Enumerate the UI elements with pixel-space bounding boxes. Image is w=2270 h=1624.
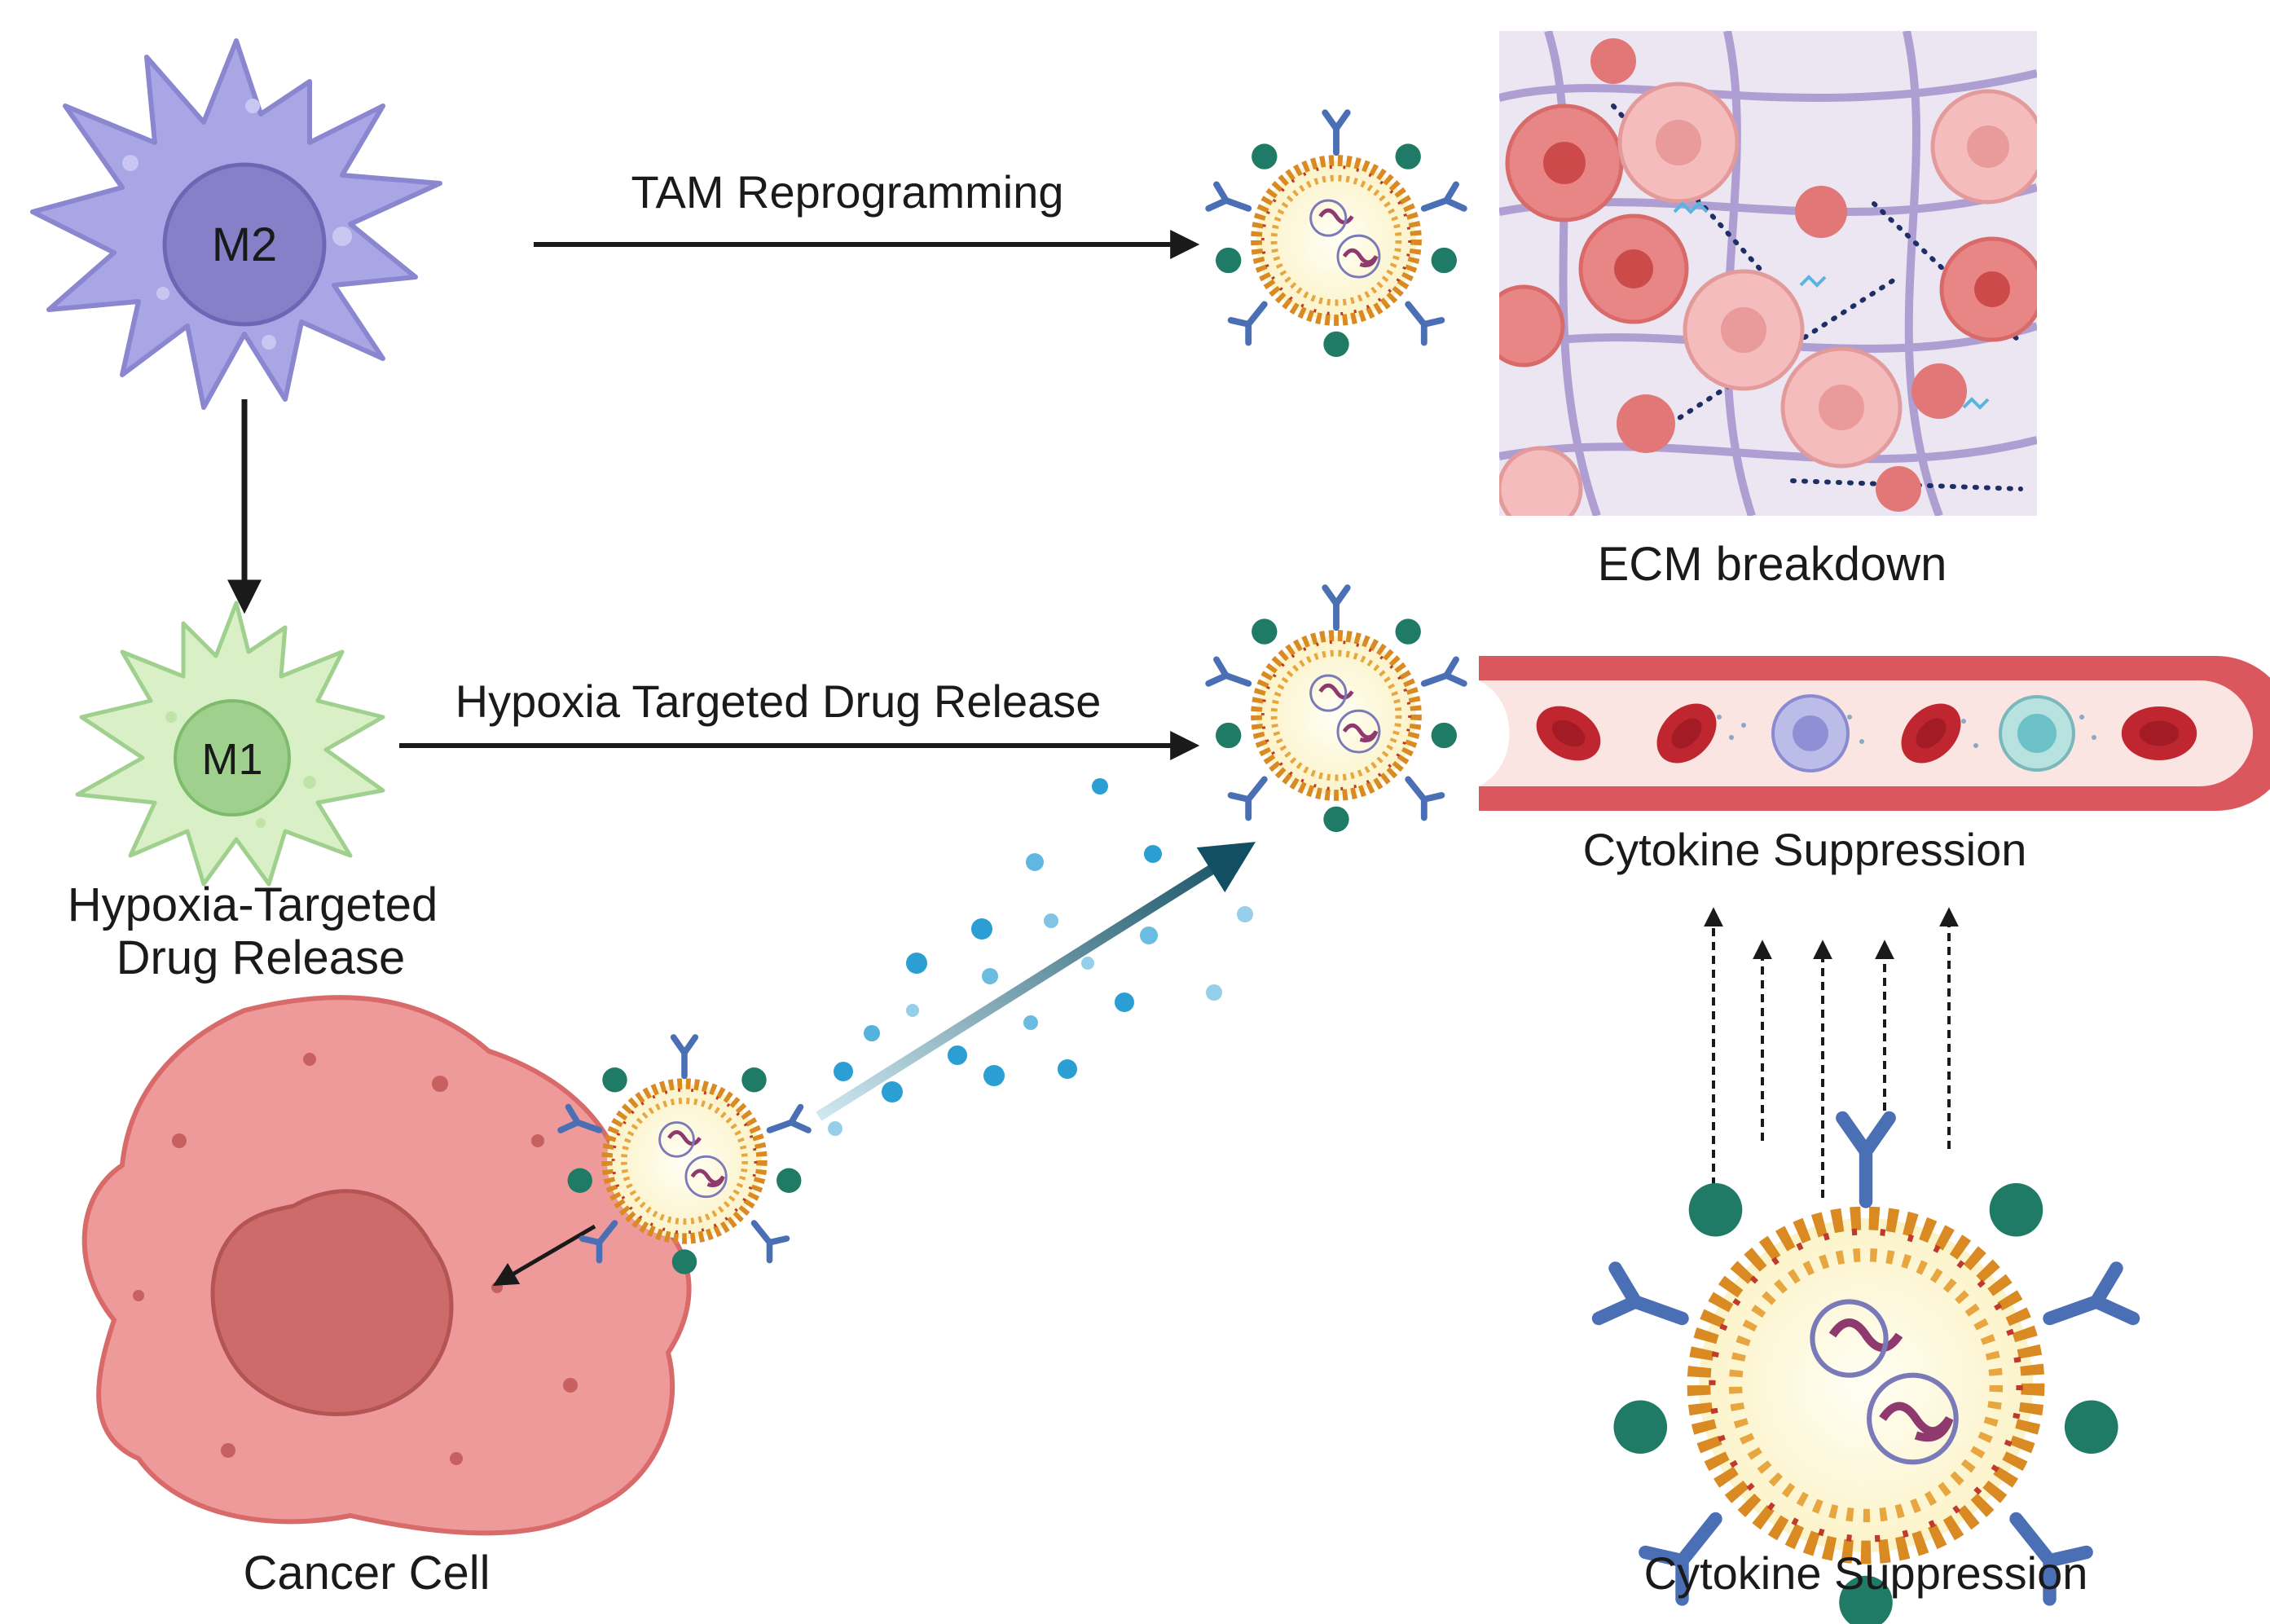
cancer-cell (81, 995, 692, 1536)
m1-nucleus (174, 699, 291, 816)
nanoparticle-middle (1208, 588, 1464, 832)
m1-label: M1 (201, 735, 262, 784)
tam-reprogramming-label: TAM Reprogramming (631, 166, 1063, 218)
hypoxia-caption-line1: Hypoxia-Targeted (68, 878, 438, 931)
drug-entry-arrow (492, 1224, 596, 1287)
nanoparticle-top (1208, 112, 1464, 357)
drug-release-diagonal-arrow (816, 842, 1256, 1121)
blood-vessel (1479, 656, 2270, 811)
cancer-cell-label: Cancer Cell (244, 1547, 491, 1600)
ecm-breakdown-image (1499, 31, 2037, 516)
hypoxia-arrow-label: Hypoxia Targeted Drug Release (455, 676, 1102, 727)
m2-macrophage (30, 38, 442, 410)
cancer-nucleus (210, 1189, 454, 1416)
m2-label: M2 (212, 218, 278, 271)
ecm-breakdown-label: ECM breakdown (1598, 538, 1947, 591)
m2-nucleus (162, 162, 327, 327)
m1-macrophage (75, 601, 385, 887)
cytokine-suppression-bottom-label: Cytokine Suppression (1644, 1547, 2088, 1599)
cytokine-suppression-top-label: Cytokine Suppression (1583, 824, 2027, 875)
drug-particles (828, 778, 1253, 1136)
hypoxia-caption-line2: Drug Release (117, 931, 406, 984)
rbc-4 (2121, 706, 2197, 760)
cytokine-suppression-arrows (1704, 907, 1959, 1198)
